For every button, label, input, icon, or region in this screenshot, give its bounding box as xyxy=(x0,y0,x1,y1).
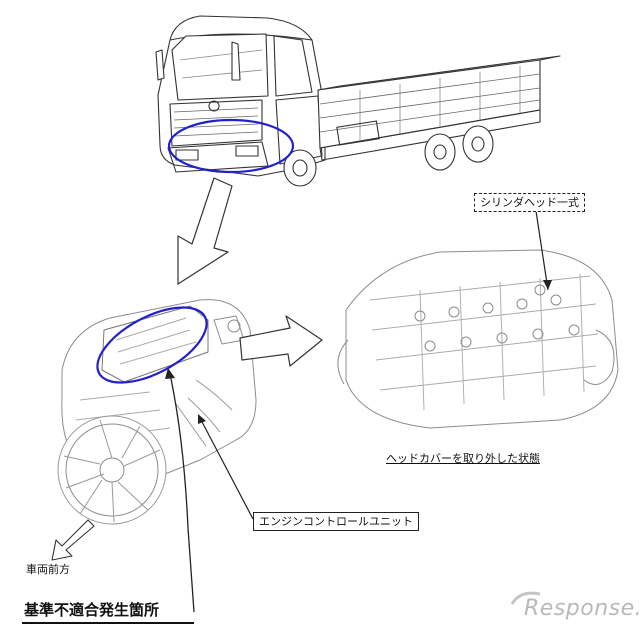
arrow-truck-to-engine xyxy=(177,177,233,285)
nonconformity-location-label: 基準不適合発生箇所 xyxy=(24,603,159,618)
arrow-engine-to-cylinder-head xyxy=(239,315,323,367)
leader-cylinder-head xyxy=(535,210,549,291)
engine-illustration xyxy=(57,299,257,525)
leader-engine-control-unit xyxy=(199,417,254,520)
engine-control-unit-label: エンジンコントロールユニット xyxy=(253,512,419,531)
head-cover-removed-caption: ヘッドカバーを取り外した状態 xyxy=(386,452,540,465)
leader-nonconformity xyxy=(169,373,195,613)
cylinder-head-label: シリンダヘッド一式 xyxy=(474,193,585,212)
vehicle-front-label: 車両前方 xyxy=(26,563,70,576)
watermark-swoosh xyxy=(510,591,541,605)
truck-highlight-ellipse xyxy=(167,118,295,174)
cylinder-head-illustration xyxy=(337,249,619,429)
engine-highlight-ellipse xyxy=(96,306,208,384)
nonconformity-location-text: 基準不適合発生箇所 xyxy=(24,601,160,619)
truck-illustration xyxy=(155,15,561,187)
vehicle-front-arrow xyxy=(51,519,95,561)
nonconformity-underline xyxy=(22,622,194,624)
watermark-logo: Response. xyxy=(524,596,640,621)
